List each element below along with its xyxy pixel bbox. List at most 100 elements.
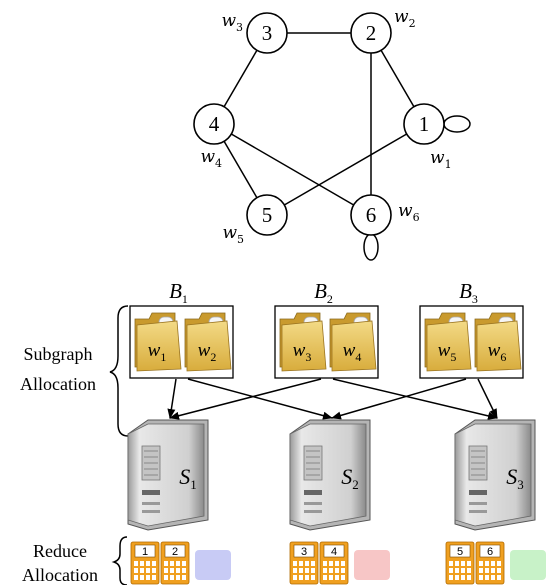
node-label: 4 <box>209 112 220 136</box>
graph-edges <box>223 32 415 206</box>
folder-label-sub: 6 <box>500 350 506 364</box>
allocation-arrow <box>169 378 322 420</box>
node-weight-5: w5 <box>222 223 244 246</box>
node-label: 6 <box>366 203 377 227</box>
node-weight-1: w1 <box>430 148 452 171</box>
subgraph-brace <box>109 305 129 437</box>
bin-title-main: B <box>459 279 472 303</box>
calculator-icon: 4 <box>319 541 349 585</box>
reduce-label-line2: Allocation <box>22 565 98 585</box>
node-weight-1-sub: 1 <box>445 158 452 171</box>
node-weight-5-sub: 5 <box>237 233 244 246</box>
allocation-arrow <box>167 378 177 419</box>
bin-title-sub: 2 <box>327 292 333 306</box>
server-3: S3 <box>454 419 536 531</box>
folder-label-main: w <box>293 340 306 361</box>
folder-icon: w5 <box>424 312 472 372</box>
folder-icon: w1 <box>134 312 182 372</box>
node-4: 4 <box>193 103 235 145</box>
self-loop-6 <box>363 233 379 261</box>
node-weight-6: w6 <box>398 201 420 224</box>
calculator-number: 6 <box>487 546 493 558</box>
node-weight-5-main: w <box>222 223 237 243</box>
folder-label: w5 <box>438 340 457 364</box>
node-circle <box>246 12 288 54</box>
server-label: S3 <box>506 464 524 492</box>
node-weight-4-main: w <box>200 147 215 167</box>
node-6: 6 <box>350 194 392 236</box>
server-1: S1 <box>127 419 209 531</box>
node-weight-1-main: w <box>430 148 445 168</box>
server-label-sub: 2 <box>352 477 359 492</box>
reduce-brace <box>111 536 128 585</box>
calculator-icon: 1 <box>130 541 160 585</box>
folder-label-main: w <box>438 340 451 361</box>
folder-icon: w2 <box>184 312 232 372</box>
node-circle <box>350 194 392 236</box>
node-2: 2 <box>350 12 392 54</box>
edge-4-5 <box>223 140 258 199</box>
folder-label-main: w <box>488 340 501 361</box>
node-3: 3 <box>246 12 288 54</box>
folder-icon: w3 <box>279 312 327 372</box>
node-weight-6-main: w <box>398 201 413 221</box>
bin-title-sub: 1 <box>182 292 188 306</box>
bin-title: B2 <box>314 279 333 306</box>
calculator-icon: 2 <box>160 541 190 585</box>
folder-label-sub: 2 <box>210 350 216 364</box>
calculator-icon: 6 <box>475 541 505 585</box>
bin-title: B3 <box>459 279 478 306</box>
node-label: 1 <box>419 112 430 136</box>
node-weight-3-sub: 3 <box>236 21 243 34</box>
folder-label-sub: 1 <box>160 350 166 364</box>
node-weight-4: w4 <box>200 147 222 170</box>
allocation-arrow <box>332 378 498 420</box>
calculator-number: 3 <box>301 546 307 558</box>
folder-label: w1 <box>148 340 167 364</box>
node-circle <box>246 194 288 236</box>
server-label-main: S <box>341 464 352 489</box>
server-icon <box>127 419 209 531</box>
bin-title-main: B <box>169 279 182 303</box>
allocation-arrow <box>187 378 333 420</box>
server-label-sub: 3 <box>517 477 524 492</box>
calculator-icon: 5 <box>445 541 475 585</box>
edge-4-6 <box>230 133 355 206</box>
node-label: 3 <box>262 21 273 45</box>
server-label-main: S <box>506 464 517 489</box>
folder-icon: w6 <box>474 312 522 372</box>
calculator-number: 5 <box>457 546 463 558</box>
subgraph-label-line2: Allocation <box>20 374 96 394</box>
folder-label-main: w <box>148 340 161 361</box>
server-icon <box>454 419 536 531</box>
folder-label-sub: 3 <box>305 350 311 364</box>
server-2: S2 <box>289 419 371 531</box>
calculator-number: 2 <box>172 546 178 558</box>
node-circle <box>403 103 445 145</box>
bin-title-sub: 3 <box>472 292 478 306</box>
bin-title: B1 <box>169 279 188 306</box>
server-label-main: S <box>179 464 190 489</box>
server-label: S1 <box>179 464 197 492</box>
edge-2-1 <box>380 49 415 108</box>
reduce-label-line1: Reduce <box>33 541 87 561</box>
server-icon <box>289 419 371 531</box>
node-weight-3: w3 <box>221 11 243 34</box>
folder-label-sub: 5 <box>450 350 456 364</box>
node-label: 5 <box>262 203 273 227</box>
self-loop-1 <box>443 115 471 133</box>
node-1: 1 <box>403 103 445 145</box>
calculator-number: 1 <box>142 546 148 558</box>
folder-label: w3 <box>293 340 312 364</box>
node-5: 5 <box>246 194 288 236</box>
server-label-sub: 1 <box>190 477 197 492</box>
edge-5-1 <box>283 133 408 206</box>
